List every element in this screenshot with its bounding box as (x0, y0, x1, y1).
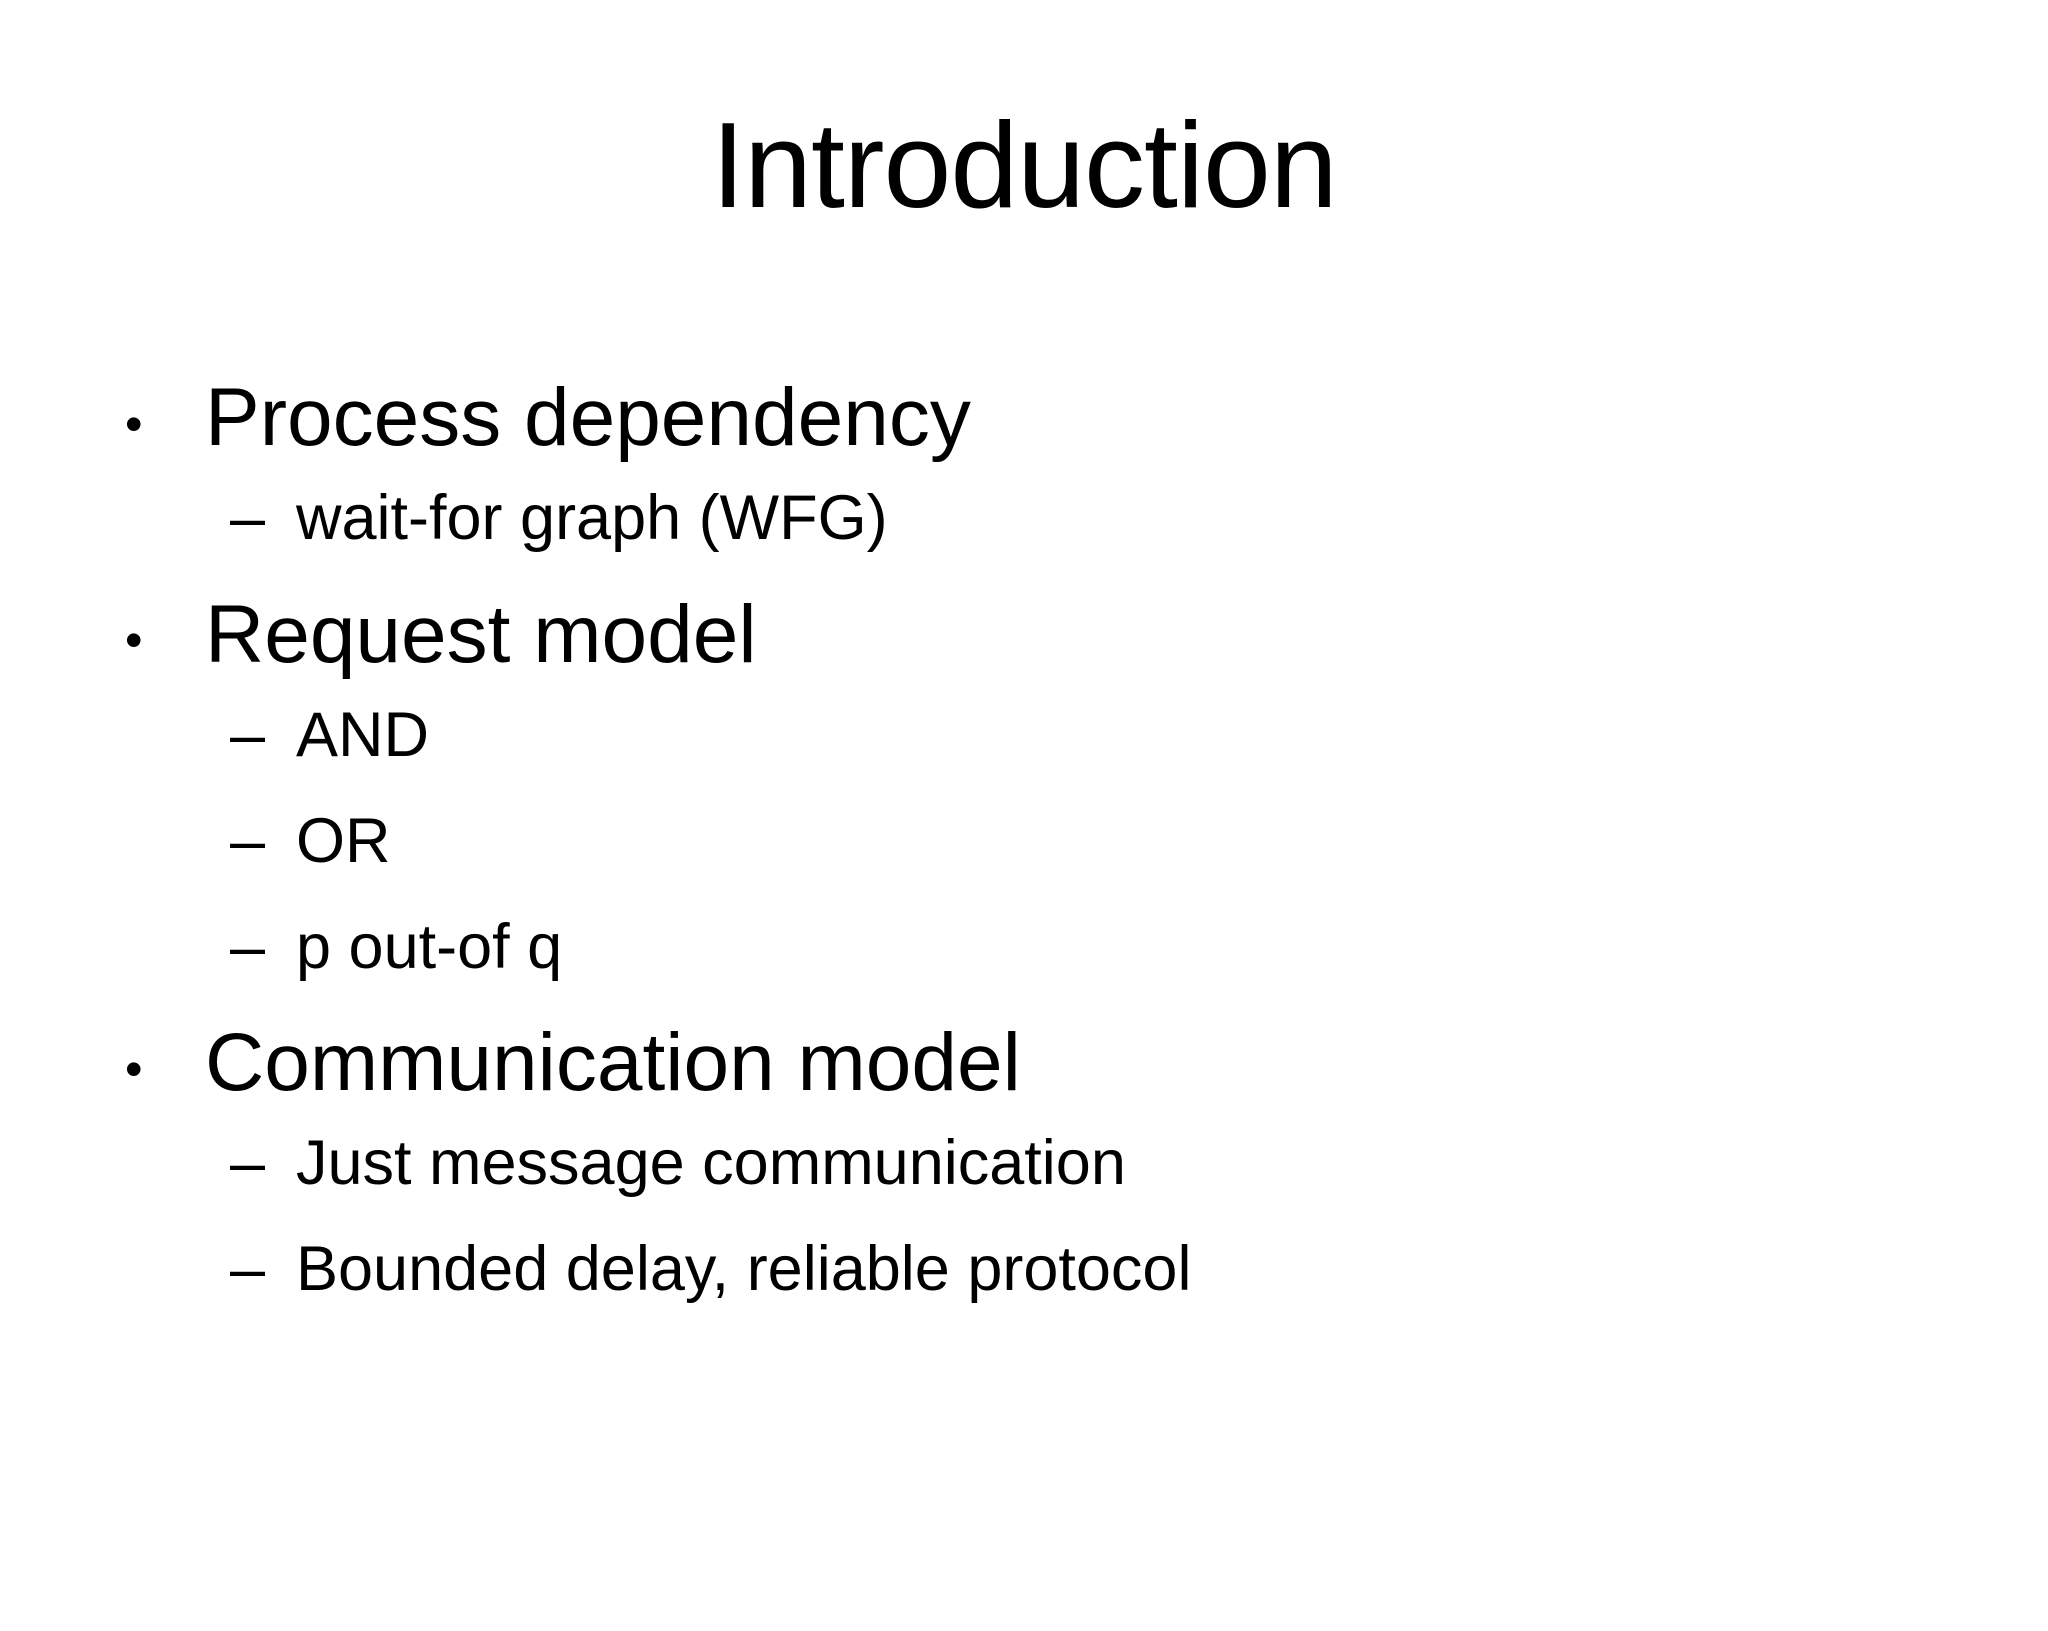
dash-icon: – (230, 805, 266, 876)
dash-icon: – (230, 1128, 266, 1199)
bullet-item-process-dependency: • Process dependency (125, 375, 1968, 461)
bullet-icon: • (125, 1040, 143, 1097)
dash-icon: – (230, 1234, 266, 1305)
sub-bullet-wait-for-graph: – wait-for graph (WFG) (125, 485, 1968, 551)
bullet-icon: • (125, 612, 143, 669)
sub-bullet-p-out-of-q: – p out-of q (125, 914, 1968, 980)
sub-bullet-and: – AND (125, 699, 1968, 770)
bullet-item-request-model: • Request model (125, 588, 1968, 680)
dash-icon: – (230, 699, 266, 770)
bullet-label: Request model (205, 588, 757, 680)
sub-bullet-label: OR (296, 805, 391, 876)
slide-body: • Process dependency – wait-for graph (W… (0, 375, 2048, 1303)
dash-icon: – (230, 911, 266, 982)
sub-bullet-just-message-communication: – Just message communication (125, 1130, 1968, 1196)
slide: Introduction • Process dependency – wait… (0, 95, 2048, 1631)
sub-bullet-bounded-delay: – Bounded delay, reliable protocol (125, 1236, 1968, 1302)
sub-bullet-label: AND (296, 699, 430, 770)
bullet-item-communication-model: • Communication model (125, 1017, 1968, 1109)
sub-bullet-label: Bounded delay, reliable protocol (296, 1234, 1192, 1305)
slide-title: Introduction (711, 97, 1338, 233)
sub-bullet-label: Just message communication (296, 1128, 1126, 1199)
sub-bullet-label: p out-of q (296, 911, 563, 982)
sub-bullet-or: – OR (125, 808, 1968, 874)
dash-icon: – (230, 483, 266, 554)
bullet-label: Process dependency (205, 372, 971, 464)
bullet-icon: • (125, 396, 143, 453)
sub-bullet-label: wait-for graph (WFG) (296, 483, 888, 554)
bullet-label: Communication model (205, 1017, 1021, 1109)
